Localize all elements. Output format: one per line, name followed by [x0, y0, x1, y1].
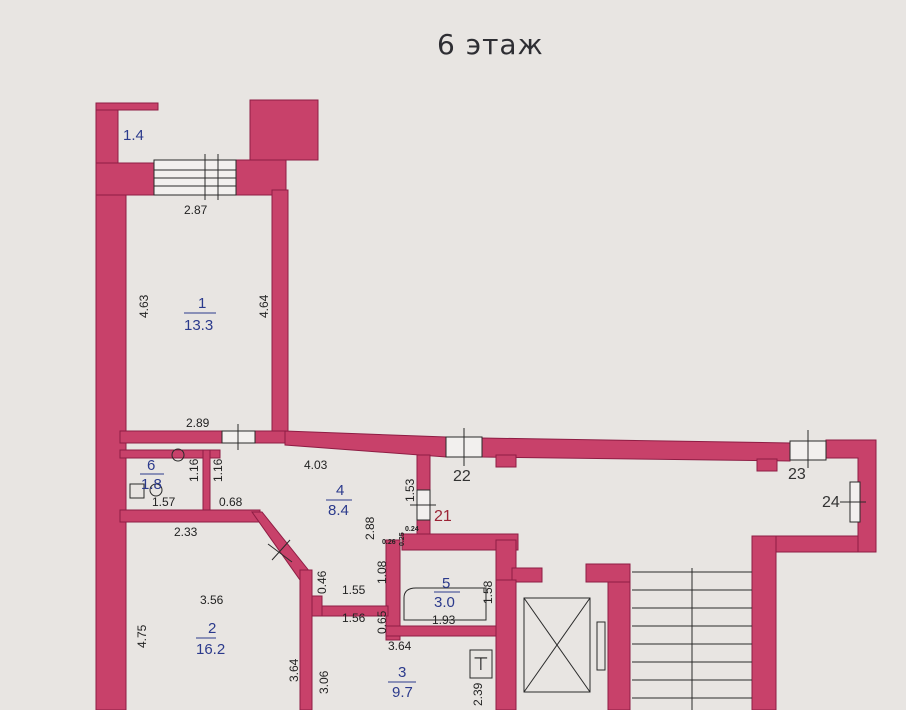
dim-wc-w1: 1.16	[187, 458, 201, 482]
wc-drain	[171, 448, 185, 462]
room1-wall-right	[271, 189, 289, 441]
dim-hall-top: 4.03	[304, 458, 328, 472]
dim-tiny-026: 0.26	[382, 539, 396, 546]
balcony-sill-right	[235, 159, 287, 196]
floor-title: 6 этаж	[437, 28, 544, 61]
staircase	[632, 568, 752, 710]
balcony-wall-top	[95, 102, 159, 111]
axis-22: 22	[453, 468, 471, 485]
kitchen-stove	[469, 649, 493, 679]
dim-r1-top: 2.87	[184, 203, 208, 217]
dim-tiny-025: 0.25	[399, 532, 406, 546]
elevator-wall-top	[585, 563, 631, 583]
dim-r2-left: 4.75	[135, 624, 149, 648]
bath-wall-top	[401, 533, 519, 551]
balcony-area: 1.4	[123, 127, 144, 144]
bathtub	[403, 587, 487, 621]
room6-area: 1.8	[141, 476, 162, 493]
elevator-car	[523, 597, 591, 693]
elevator-panel	[596, 621, 606, 671]
elevator-wall-left	[495, 579, 517, 710]
room1-number: 1	[198, 295, 206, 312]
shaft-wall	[511, 567, 543, 583]
room4-number: 4	[336, 482, 344, 499]
room2-wall-top	[119, 509, 261, 523]
corridor-wall-top-2	[481, 437, 791, 462]
walls	[95, 99, 877, 710]
room1-wall-bottom-a	[119, 430, 223, 444]
dim-wc-w2: 1.16	[211, 458, 225, 482]
dim-r2-right: 3.64	[287, 658, 301, 682]
axis-21: 21	[434, 508, 452, 525]
balcony-wall-right	[249, 99, 319, 161]
corridor-notch-2	[756, 458, 778, 472]
dim-r1-right: 4.64	[257, 294, 271, 318]
room3-number: 3	[398, 664, 406, 681]
dim-kitchen-right: 2.39	[471, 682, 485, 706]
balcony-sill-left	[95, 162, 155, 196]
room-labels: 1.4 1 13.3 2 16.2 3 9.7 4 8.4 5 3.0 6 1.…	[123, 127, 460, 701]
dim-r1-bottom: 2.89	[186, 416, 210, 430]
stair-wall-right	[751, 535, 777, 710]
room1-wall-bottom-b	[254, 430, 286, 444]
room2-door-swing	[267, 543, 293, 563]
wc-basin	[129, 483, 145, 499]
room6-number: 6	[147, 457, 155, 474]
room2-wall-right	[299, 569, 313, 710]
bath-wall-bottom	[385, 625, 502, 637]
elevator-wall-right	[607, 569, 631, 710]
dim-bath-right: 1.58	[481, 580, 495, 604]
room3-area: 9.7	[392, 684, 413, 701]
openings	[153, 154, 866, 563]
dim-hall-height: 2.88	[363, 516, 377, 540]
dimensions: 2.87 4.63 4.64 2.89 4.03 1.53 2.88 1.16 …	[135, 203, 495, 706]
room2-number: 2	[208, 620, 216, 637]
dim-step-046: 0.46	[315, 570, 329, 594]
dim-step-065: 0.65	[375, 610, 389, 634]
dim-step-155: 1.55	[342, 583, 366, 597]
dim-kitchen-left: 3.06	[317, 670, 331, 694]
kitchen-step-2	[311, 595, 323, 617]
corridor-wall-top	[284, 430, 447, 458]
dim-r1-left: 4.63	[137, 294, 151, 318]
dim-bath-bottom: 1.93	[432, 613, 456, 627]
toilet-symbol: ⊤	[473, 654, 489, 674]
dim-r2-mid: 3.56	[200, 593, 224, 607]
room5-number: 5	[442, 575, 450, 592]
corridor-notch-1	[495, 454, 517, 468]
axis-labels: 21 22 23 24	[434, 466, 840, 525]
axis-24: 24	[822, 494, 840, 511]
room1-area: 13.3	[184, 317, 213, 334]
room5-area: 3.0	[434, 594, 455, 611]
room4-area: 8.4	[328, 502, 349, 519]
dim-tiny-024: 0.24	[405, 526, 419, 533]
fixtures	[129, 448, 606, 693]
axis-23: 23	[788, 466, 806, 483]
room2-area: 16.2	[196, 641, 225, 658]
dim-step-156: 1.56	[342, 611, 366, 625]
dim-kitchen-top: 3.64	[388, 639, 412, 653]
wc-toilet	[149, 483, 163, 497]
dim-hall-right: 1.53	[403, 478, 417, 502]
dim-bath-left: 1.08	[375, 560, 389, 584]
dim-r2-top: 2.33	[174, 525, 198, 539]
dim-door-068: 0.68	[219, 495, 243, 509]
dim-wc-bottom: 1.57	[152, 495, 176, 509]
wc-wall-top	[119, 449, 221, 459]
wc-wall-right	[202, 449, 211, 513]
bath-wall-left	[385, 539, 401, 641]
